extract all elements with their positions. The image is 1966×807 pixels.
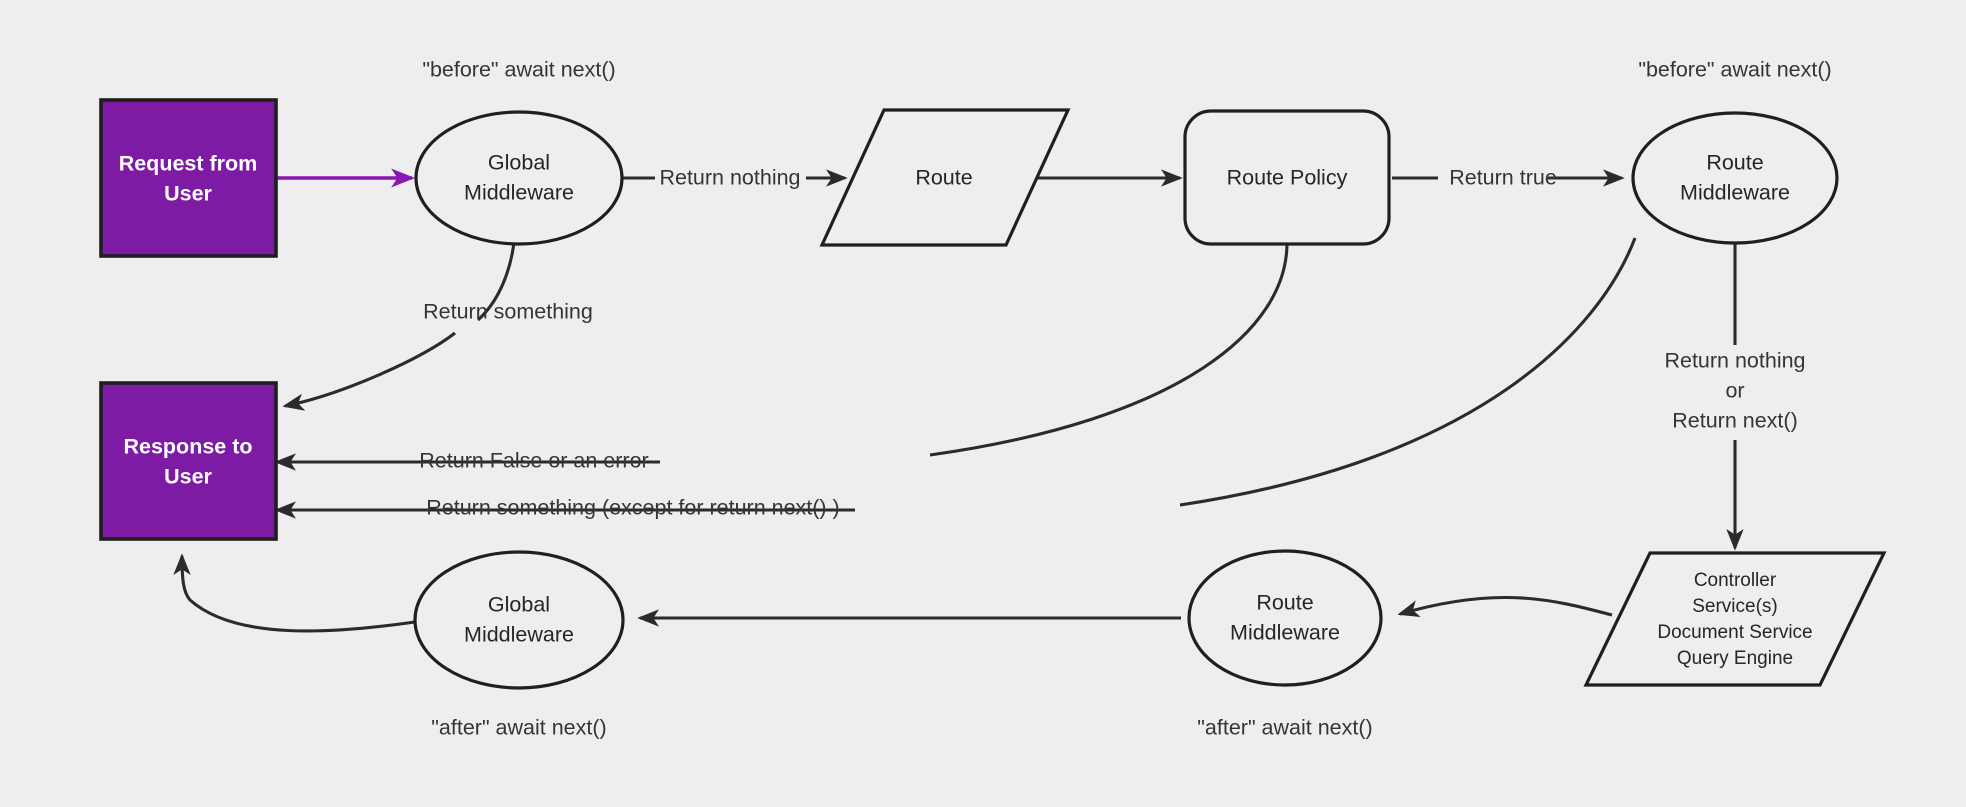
edge-label-return-something: Return something (423, 300, 593, 324)
edge-controller-to-route-middleware-after (1397, 595, 1613, 618)
global-middleware-after-shape (413, 550, 625, 690)
node-route-middleware-after[interactable]: Route Middleware (1187, 549, 1383, 687)
node-response-to-user[interactable]: Response to User (99, 381, 278, 541)
edge-label-return-nothing-or-next-line1: Return nothing (1664, 349, 1805, 373)
controller-services-label-line4: Query Engine (1677, 648, 1793, 669)
response-to-user-label-line2: User (164, 465, 212, 489)
node-request-from-user[interactable]: Request from User (99, 98, 278, 258)
global-middleware-before-shape (414, 110, 624, 246)
edge-global-middleware-after-to-response (173, 553, 416, 633)
route-policy-shape (1183, 109, 1391, 246)
global-middleware-before-label-line1: Global (488, 151, 550, 175)
edge-label-return-false-or-error: Return False or an error (419, 449, 648, 473)
route-shape (819, 108, 1071, 247)
edge-label-return-nothing-or-next-line3: Return next() (1672, 409, 1797, 433)
route-middleware-before-label-line1: Route (1706, 151, 1763, 175)
request-from-user-shape (99, 98, 278, 258)
node-route-policy[interactable]: Route Policy (1183, 109, 1391, 246)
edge-label-return-nothing: Return nothing (659, 166, 800, 190)
edge-label-return-something-except: Return something (except for return next… (426, 496, 839, 520)
response-to-user-label-line1: Response to (123, 435, 252, 459)
annotation-after-global-middleware: "after" await next() (431, 716, 606, 740)
edge-label-return-nothing-or-next-line2: or (1725, 379, 1744, 403)
global-middleware-after-label-line1: Global (488, 593, 550, 617)
edge-route-policy-return-false-right (929, 242, 1289, 457)
annotation-before-route-middleware: "before" await next() (1638, 58, 1831, 82)
controller-services-label-line3: Document Service (1657, 622, 1812, 643)
edge-route-middleware-return-something-right (1179, 237, 1637, 507)
controller-services-label-line1: Controller (1694, 570, 1777, 591)
request-from-user-label-line1: Request from (119, 152, 258, 176)
controller-services-shape (1583, 551, 1887, 687)
route-middleware-after-shape (1187, 549, 1383, 687)
node-global-middleware-before[interactable]: Global Middleware (414, 110, 624, 246)
controller-services-label-line2: Service(s) (1692, 596, 1778, 617)
annotation-before-global-middleware: "before" await next() (422, 58, 615, 82)
response-to-user-shape (99, 381, 278, 541)
node-controller-services[interactable]: Controller Service(s) Document Service Q… (1583, 551, 1887, 687)
edge-global-middleware-to-response (282, 331, 456, 411)
route-middleware-after-label-line2: Middleware (1230, 621, 1340, 645)
global-middleware-before-label-line2: Middleware (464, 181, 574, 205)
route-policy-label: Route Policy (1227, 166, 1348, 190)
route-label: Route (915, 166, 972, 190)
annotation-after-route-middleware: "after" await next() (1197, 716, 1372, 740)
node-route[interactable]: Route (819, 108, 1071, 247)
route-middleware-before-label-line2: Middleware (1680, 181, 1790, 205)
route-middleware-before-shape (1631, 111, 1839, 245)
node-route-middleware-before[interactable]: Route Middleware (1631, 111, 1839, 245)
route-middleware-after-label-line1: Route (1256, 591, 1313, 615)
edge-label-return-true: Return true (1449, 166, 1557, 190)
global-middleware-after-label-line2: Middleware (464, 623, 574, 647)
node-global-middleware-after[interactable]: Global Middleware (413, 550, 625, 690)
request-from-user-label-line2: User (164, 182, 212, 206)
